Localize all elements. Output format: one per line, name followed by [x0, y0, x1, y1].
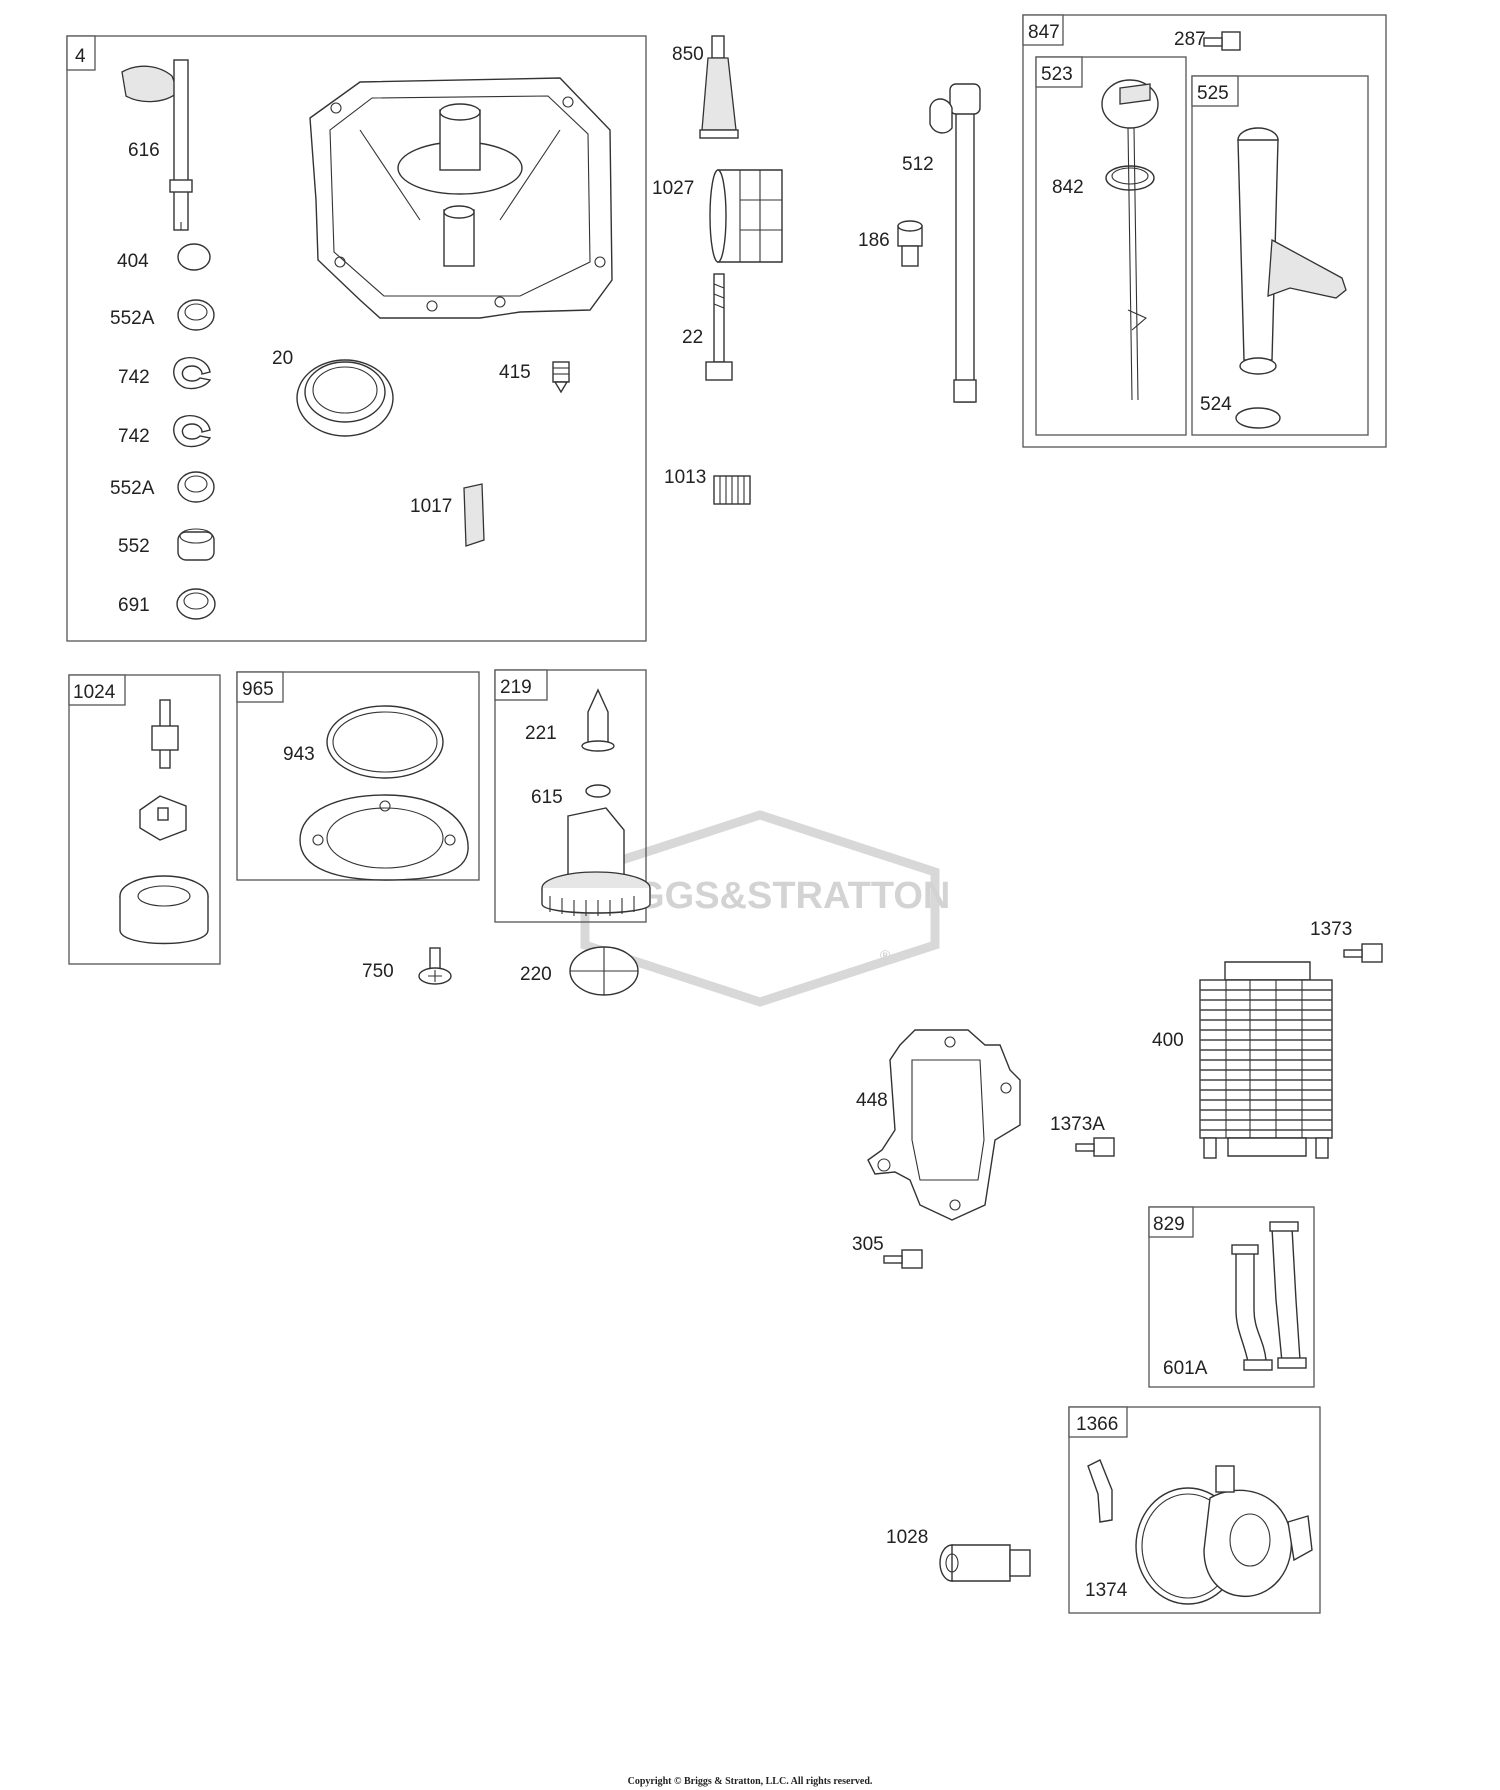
part-label-22: 22	[682, 327, 703, 348]
group-847: 847 287 523 842 525	[1022, 14, 1387, 448]
part-1373-screw-illustration	[1343, 943, 1383, 963]
group-965: 965 943	[236, 671, 480, 881]
part-label-221: 221	[525, 723, 557, 744]
part-512-dipstick-tube-illustration	[929, 83, 981, 403]
part-221-pin-illustration	[581, 688, 615, 752]
part-305-screw-illustration	[883, 1249, 923, 1269]
part-523-dipstick-illustration	[1101, 79, 1159, 401]
group-number: 219	[500, 677, 532, 698]
part-1366-adapter-illustration	[1087, 1459, 1313, 1605]
part-943-gasket-illustration	[326, 705, 444, 779]
group-number: 1024	[73, 682, 116, 703]
part-label-1027: 1027	[652, 178, 694, 199]
part-525-fill-tube-illustration	[1237, 127, 1347, 375]
part-1013-illustration	[713, 475, 751, 505]
group-number: 523	[1041, 64, 1073, 85]
part-415-plug-illustration	[552, 361, 570, 394]
part-22-bolt-illustration	[705, 273, 733, 381]
part-220-disc-illustration	[569, 946, 639, 996]
part-label-305: 305	[852, 1234, 884, 1255]
sump-housing-illustration	[309, 77, 613, 319]
part-label-552a: 552A	[110, 308, 155, 329]
part-742-clip-illustration	[173, 356, 212, 390]
part-label-1374: 1374	[1085, 1580, 1128, 1601]
part-label-186: 186	[858, 230, 890, 251]
part-label-850: 850	[672, 44, 704, 65]
part-219-gear-illustration	[541, 807, 651, 916]
part-label-220: 220	[520, 964, 552, 985]
part-label-742a: 742	[118, 367, 150, 388]
group-number: 847	[1028, 22, 1060, 43]
group-829: 829 601A	[1148, 1206, 1315, 1388]
part-label-616: 616	[128, 140, 160, 161]
part-186-fitting-illustration	[897, 220, 923, 267]
group-525-frame	[1191, 75, 1369, 436]
group-219: 219 221 615	[494, 669, 651, 923]
part-label-750: 750	[362, 961, 394, 982]
part-label-552: 552	[118, 536, 150, 557]
part-750-screw-illustration	[418, 947, 452, 985]
part-524-oring-illustration	[1235, 407, 1281, 429]
part-850-sealant-illustration	[699, 35, 739, 139]
part-label-415: 415	[499, 362, 531, 383]
part-552a-bushing-illustration	[177, 299, 215, 331]
part-label-1017: 1017	[410, 496, 452, 517]
part-742-clip-illustration-2	[173, 414, 212, 448]
group-number: 965	[242, 679, 274, 700]
group-number: 4	[75, 46, 86, 67]
copyright-footer: Copyright © Briggs & Stratton, LLC. All …	[628, 1776, 873, 1787]
part-965-cover-illustration	[299, 794, 469, 881]
part-label-1013: 1013	[664, 467, 706, 488]
part-552a-bushing-illustration-2	[177, 471, 215, 503]
part-1017-illustration	[463, 483, 485, 547]
part-label-842: 842	[1052, 177, 1084, 198]
group-523-frame	[1035, 56, 1187, 436]
part-label-400: 400	[1152, 1030, 1184, 1051]
group-number: 1366	[1076, 1414, 1118, 1435]
part-label-512: 512	[902, 154, 934, 175]
part-label-1373: 1373	[1310, 919, 1352, 940]
part-label-1373a: 1373A	[1050, 1114, 1105, 1135]
part-label-287: 287	[1174, 29, 1206, 50]
part-1373a-screw-illustration	[1075, 1137, 1115, 1157]
part-601a-hose-illustration	[1231, 1221, 1307, 1371]
part-1027-filter-illustration	[709, 169, 783, 263]
part-label-524: 524	[1200, 394, 1232, 415]
part-label-742b: 742	[118, 426, 150, 447]
group-1366: 1366 1374	[1068, 1406, 1321, 1614]
group-number: 525	[1197, 83, 1229, 104]
part-691-seal-illustration	[176, 588, 216, 620]
part-label-448: 448	[856, 1090, 888, 1111]
part-label-1028: 1028	[886, 1527, 928, 1548]
part-label-20: 20	[272, 348, 293, 369]
part-label-552a-2: 552A	[110, 478, 155, 499]
part-552-bushing-illustration	[177, 528, 215, 561]
part-616-shaft-illustration	[121, 59, 193, 231]
part-404-ring-illustration	[177, 243, 211, 271]
part-400-oil-cooler-illustration	[1199, 961, 1333, 1159]
part-615-ring-illustration	[585, 784, 611, 798]
part-448-gasket-illustration	[867, 1029, 1021, 1221]
watermark-registered: ®	[880, 947, 891, 963]
group-number: 829	[1153, 1214, 1185, 1235]
part-label-691: 691	[118, 595, 150, 616]
group-4: 4 616 404 552A 742 742 552A 55	[66, 35, 647, 642]
part-1024-oil-pump-rotor-illustration	[119, 699, 209, 945]
part-287-screw-illustration	[1203, 31, 1241, 51]
part-label-601a: 601A	[1163, 1358, 1208, 1379]
part-label-404: 404	[117, 251, 149, 272]
part-label-615: 615	[531, 787, 563, 808]
part-20-seal-illustration	[296, 359, 394, 437]
group-1024: 1024	[68, 674, 221, 965]
part-1028-fitting-illustration	[939, 1544, 1031, 1582]
part-label-943: 943	[283, 744, 315, 765]
